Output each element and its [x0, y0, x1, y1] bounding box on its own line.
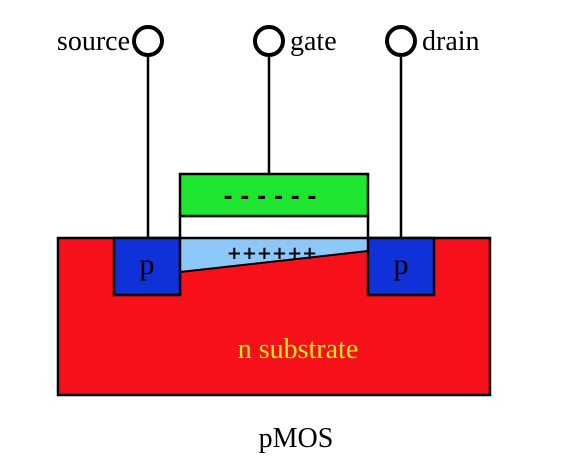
- source-p-region: [112, 236, 182, 297]
- drain-p-region: [366, 236, 436, 297]
- gate-terminal-circle: [253, 25, 285, 57]
- source-label: source: [57, 26, 130, 57]
- gate-charge-label: - - - - - -: [223, 185, 316, 210]
- channel-charge-label: ++++++: [227, 243, 318, 264]
- drain-terminal-circle: [385, 25, 417, 57]
- substrate-label: n substrate: [238, 334, 359, 365]
- source-doping-label: p: [140, 248, 155, 281]
- source-terminal-circle: [132, 25, 164, 57]
- gate-oxide: [178, 214, 370, 240]
- gate-label: gate: [290, 26, 337, 57]
- drain-label: drain: [422, 26, 480, 57]
- diagram-caption: pMOS: [259, 423, 334, 454]
- gate-electrode: [178, 172, 370, 218]
- drain-doping-label: p: [394, 248, 409, 281]
